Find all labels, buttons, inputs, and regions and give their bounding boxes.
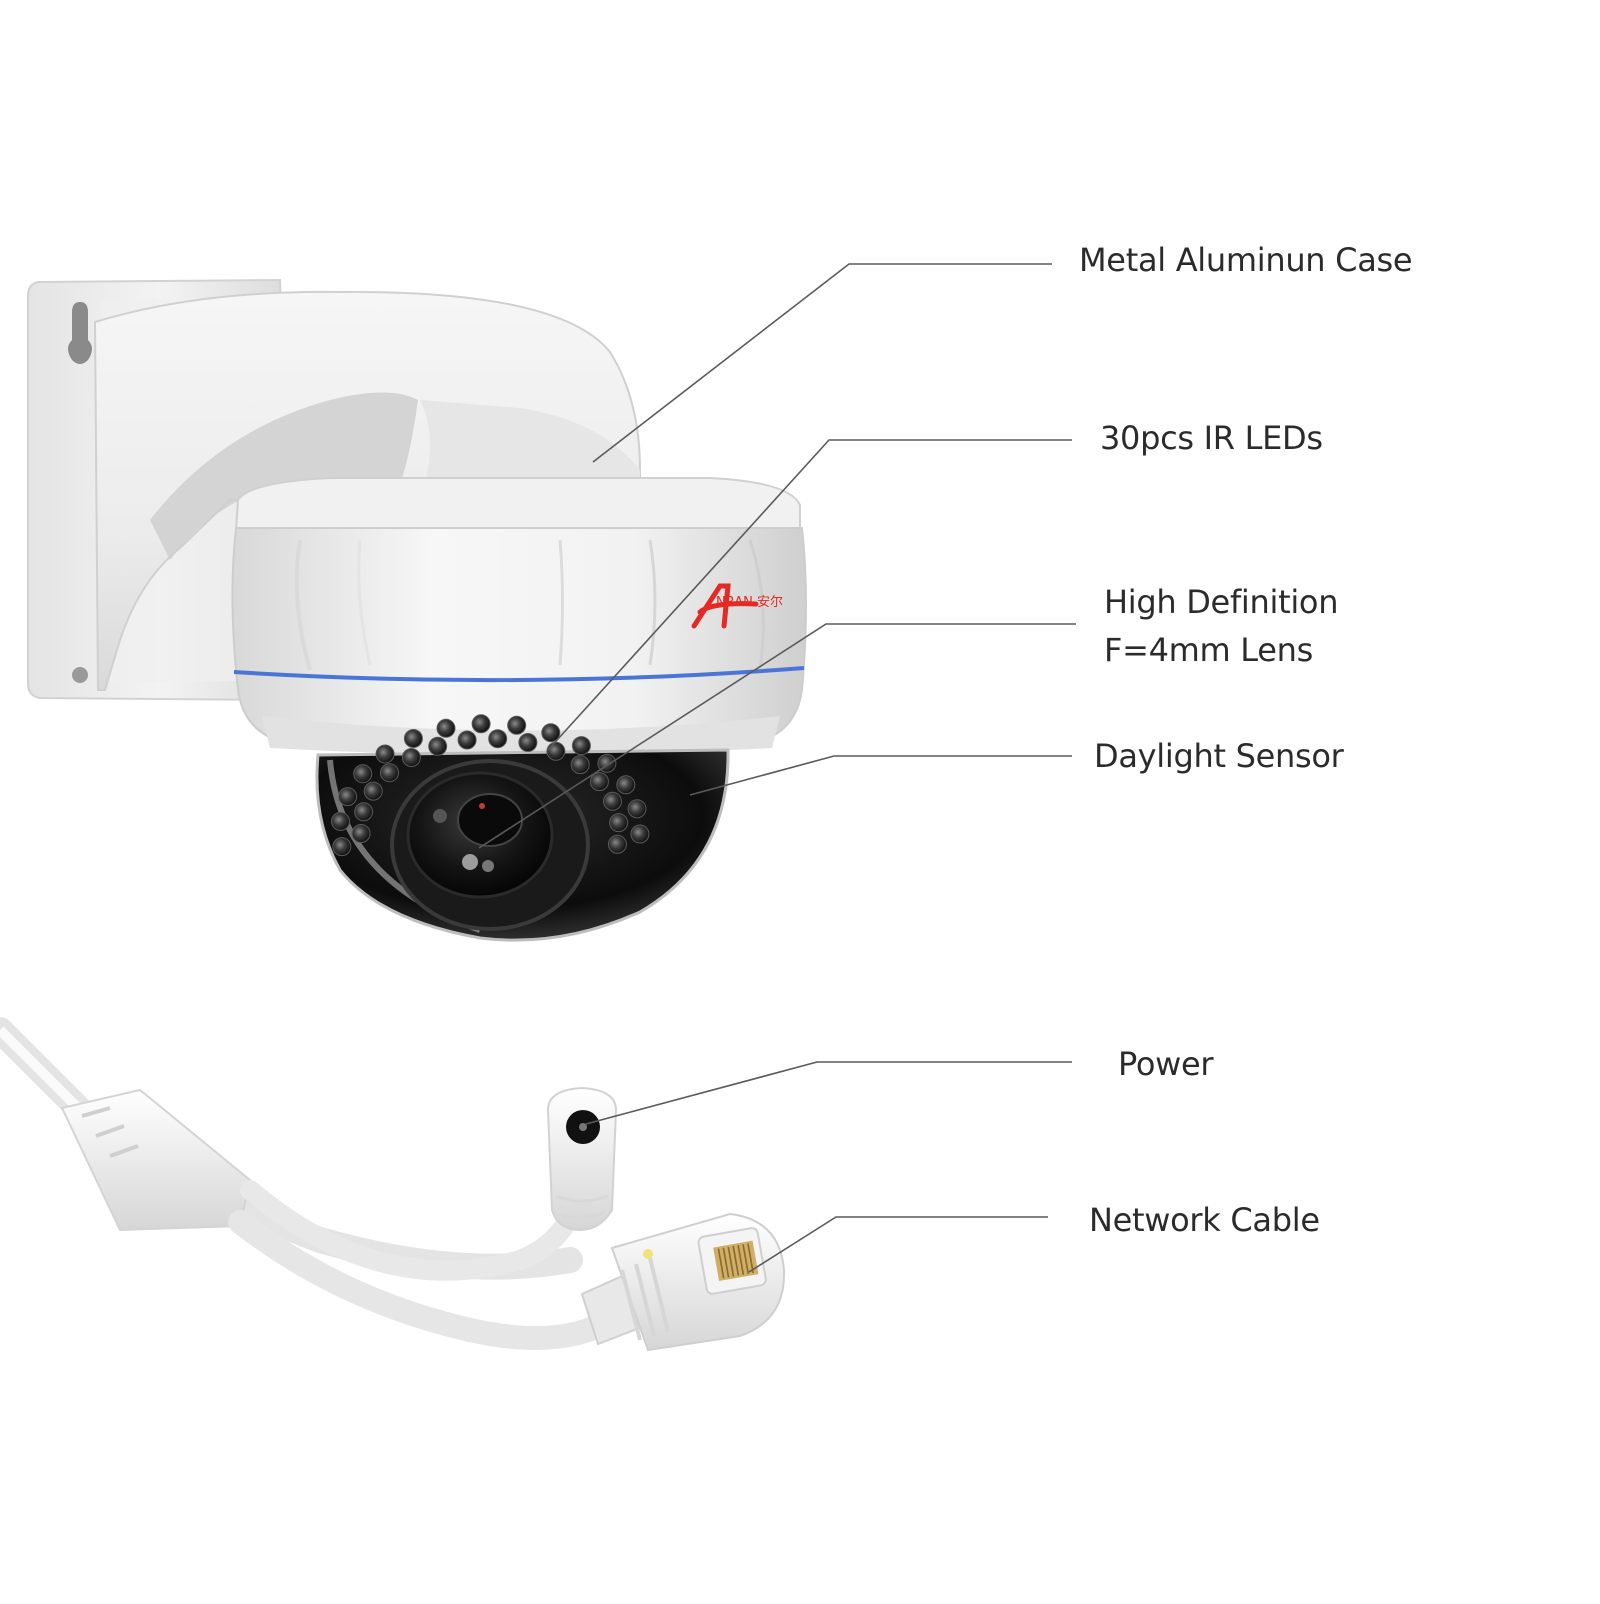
keyhole-slot-icon bbox=[68, 302, 92, 364]
ir-led-icon bbox=[471, 714, 491, 734]
daylight-sensor-icon bbox=[479, 803, 485, 809]
label-network-cable: Network Cable bbox=[1089, 1201, 1320, 1239]
ir-led-icon bbox=[351, 824, 371, 843]
ir-led-icon bbox=[338, 787, 358, 807]
ir-led-icon bbox=[354, 802, 374, 822]
ir-led-icon bbox=[380, 763, 399, 783]
ir-led-icon bbox=[571, 736, 591, 756]
ir-led-icon bbox=[436, 718, 456, 738]
leader-line-lens bbox=[478, 623, 1076, 849]
label-daylight-sensor: Daylight Sensor bbox=[1094, 737, 1344, 775]
label-case: Metal Aluminun Case bbox=[1079, 241, 1413, 279]
label-lens: High Definition F=4mm Lens bbox=[1104, 578, 1338, 674]
ir-led-icon bbox=[589, 772, 609, 792]
leader-line-network-cable bbox=[748, 1216, 1048, 1273]
camera-lens bbox=[390, 759, 590, 931]
brand-logo: NRAN 安尔 bbox=[691, 583, 783, 629]
rj45-contacts-icon bbox=[713, 1240, 759, 1282]
ir-led-icon bbox=[570, 755, 590, 775]
ir-led-icon bbox=[627, 799, 647, 819]
ir-led-icon bbox=[518, 733, 538, 752]
power-connector bbox=[546, 1086, 618, 1232]
ir-led-icon bbox=[353, 764, 373, 784]
accent-stripe bbox=[233, 666, 805, 683]
ir-led-icon bbox=[607, 834, 627, 854]
label-power: Power bbox=[1118, 1045, 1214, 1083]
ir-led-icon bbox=[332, 837, 352, 857]
label-lens-line2: F=4mm Lens bbox=[1104, 631, 1314, 669]
ir-led-icon bbox=[609, 813, 629, 833]
status-led-icon bbox=[643, 1249, 653, 1259]
leader-line-case bbox=[592, 263, 1052, 463]
camera-housing bbox=[231, 477, 807, 755]
ir-led-icon bbox=[331, 811, 350, 831]
brand-logo-text: NRAN 安尔 bbox=[716, 595, 783, 610]
leader-line-power bbox=[585, 1061, 1072, 1125]
ir-led-icon bbox=[457, 730, 477, 750]
ir-led-icon bbox=[363, 781, 383, 801]
ir-led-icon bbox=[401, 748, 421, 767]
callout-leader-lines bbox=[478, 263, 1076, 1273]
cable-assembly bbox=[0, 1017, 622, 1350]
leader-line-daylight-sensor bbox=[689, 755, 1072, 796]
ir-led-icon bbox=[507, 715, 527, 735]
ir-led-icon bbox=[375, 744, 395, 764]
leader-line-ir-leds bbox=[547, 439, 1072, 751]
ir-led-icon bbox=[403, 729, 423, 748]
ir-led-icon bbox=[616, 775, 636, 795]
network-connector bbox=[580, 1212, 786, 1352]
ir-led-icon bbox=[603, 791, 622, 811]
ir-led-icon bbox=[546, 741, 566, 761]
label-lens-line1: High Definition bbox=[1104, 583, 1339, 621]
label-ir-leds: 30pcs IR LEDs bbox=[1100, 419, 1323, 457]
ir-led-icon bbox=[488, 729, 508, 749]
screw-hole-icon bbox=[72, 667, 88, 683]
ir-led-array bbox=[331, 714, 650, 857]
ir-led-icon bbox=[541, 723, 561, 743]
ir-led-icon bbox=[428, 736, 448, 756]
ir-led-icon bbox=[630, 824, 650, 844]
